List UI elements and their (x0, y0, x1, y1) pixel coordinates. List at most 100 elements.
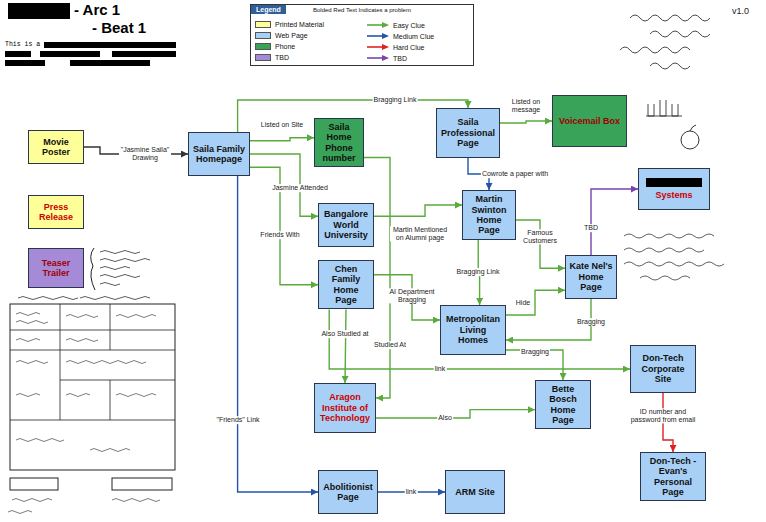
connector-label: TBD (583, 224, 599, 232)
web-page-box: Don-Tech Corporate Site (630, 345, 696, 393)
connector-label-box: Bragging (520, 348, 550, 356)
redaction-bar (112, 51, 176, 57)
connector-label: Hide (515, 299, 531, 307)
connector-label: "Jasmine Saila" Drawing (119, 146, 171, 161)
legend-heading: Bolded Red Text Indicates a problem (313, 7, 411, 13)
web-page-box: Saila Professional Page (436, 108, 500, 158)
box-text: Metropolitan Living Homes (444, 314, 502, 345)
apple-stem (690, 125, 696, 131)
box-text: Bette Bosch Home Page (539, 384, 587, 425)
legend-item: TBD (367, 54, 407, 62)
connector-label-box: Studied At (373, 341, 407, 349)
connector-label-box: link (405, 488, 418, 496)
box-text: Saila Family Homepage (192, 144, 246, 165)
connector-label: Also Studied at (320, 330, 369, 338)
box-text: ARM Site (455, 487, 495, 497)
box-text: Don-Tech - Evan's Personal Page (644, 456, 702, 497)
connector-label: Listed on message (504, 98, 548, 113)
legend-line-stroke (367, 24, 383, 26)
material-box: Movie Poster (28, 130, 84, 164)
clue-connector (329, 309, 630, 369)
legend-item: Web Page (255, 32, 308, 39)
clue-connector (374, 275, 440, 320)
handwriting (18, 297, 150, 300)
legend-line-stroke (367, 57, 383, 59)
legend-line-stroke (367, 35, 383, 37)
title-box: - Arc 1 (74, 1, 120, 18)
note-label: v1.0 (732, 6, 749, 16)
label-box: Bolded Red Text Indicates a problem (313, 7, 411, 13)
connector-label-box: Cowrote a paper with (481, 170, 549, 178)
connector-label-box: Bragging (576, 318, 606, 326)
connector-group (84, 100, 673, 492)
box-text: Press Release (32, 202, 80, 223)
clue-connector (591, 189, 638, 255)
legend-arrow-head (382, 55, 389, 61)
handwriting (16, 313, 156, 452)
legend-text: TBD (275, 54, 289, 61)
handwriting (620, 15, 710, 69)
connector-label-box: Jasmine Attended (271, 184, 329, 192)
box-text: Abolitionist Page (322, 482, 374, 503)
redaction-bar (44, 42, 176, 48)
legend-arrow-head (382, 22, 389, 28)
connector-label-box: Listed on Site (260, 121, 304, 129)
connector-label-box: Bragging Link (373, 96, 418, 104)
web-page-box: Bette Bosch Home Page (535, 380, 591, 429)
web-page-box: ARM Site (445, 470, 505, 514)
legend-heading: Legend (251, 5, 286, 14)
handwriting (100, 251, 150, 286)
box-text: Voicemail Box (559, 116, 620, 126)
legend-text: Hard Clue (393, 44, 425, 51)
material-box: Press Release (28, 195, 84, 229)
box-text: Saila Professional Page (440, 117, 496, 148)
web-page-box: Systems (638, 168, 710, 210)
web-page-box: Aragon Institute of Technology (314, 383, 376, 433)
legend-text: Medium Clue (393, 33, 434, 40)
box-text: Kate Nel's Home Page (569, 261, 613, 292)
legend-item: Hard Clue (367, 43, 425, 51)
clue-connector (376, 410, 535, 418)
clue-connector (238, 176, 318, 492)
legend-text: Phone (275, 43, 295, 50)
clue-connector (500, 121, 552, 123)
box-text: Movie Poster (32, 137, 80, 158)
web-page-box: Martin Swinton Home Page (462, 190, 516, 240)
legend-line (367, 54, 389, 62)
connector-label: Bragging Link (456, 268, 501, 276)
note-label: This is a (5, 41, 40, 48)
legend-swatch (255, 43, 271, 50)
connector-label-box: Also Studied at (320, 330, 369, 338)
label-box: This is a (5, 41, 40, 48)
legend-item: TBD (255, 54, 289, 61)
web-page-box: Saila Family Homepage (188, 132, 250, 176)
legend-item: Printed Material (255, 21, 324, 28)
connector-label-box: Hide (515, 299, 531, 307)
legend-item: Easy Clue (367, 21, 425, 29)
clue-connector (345, 309, 346, 383)
legend-panel: Printed MaterialWeb PagePhoneTBD Easy Clu… (250, 4, 474, 66)
connector-label-box: Friends With (259, 231, 300, 239)
connector-label: link (405, 488, 418, 496)
connector-label: Bragging Link (373, 96, 418, 104)
box-text: Teaser Trailer (32, 258, 80, 279)
connector-label: link (434, 365, 447, 373)
diagram-title: - Arc 1 (74, 1, 120, 18)
web-page-box: Chen Family Home Page (318, 260, 374, 309)
redaction-bar (5, 51, 31, 57)
connector-label: AI Department Bragging (387, 288, 437, 303)
redaction-bar (70, 60, 150, 66)
box-text: Bangalore World University (322, 209, 370, 240)
handwriting (624, 234, 724, 280)
legend-swatch (255, 21, 271, 28)
connector-label: "Friends" Link (215, 416, 260, 424)
connector-label-box: AI Department Bragging (387, 288, 437, 303)
legend-text: Printed Material (275, 21, 324, 28)
connector-label: Studied At (373, 341, 407, 349)
web-page-box: Abolitionist Page (318, 470, 378, 514)
connector-label-box: Also (437, 414, 453, 422)
box-text: Don-Tech Corporate Site (634, 353, 692, 384)
legend-item: Medium Clue (367, 32, 434, 40)
box-text: Saila Home Phone number (318, 122, 360, 163)
